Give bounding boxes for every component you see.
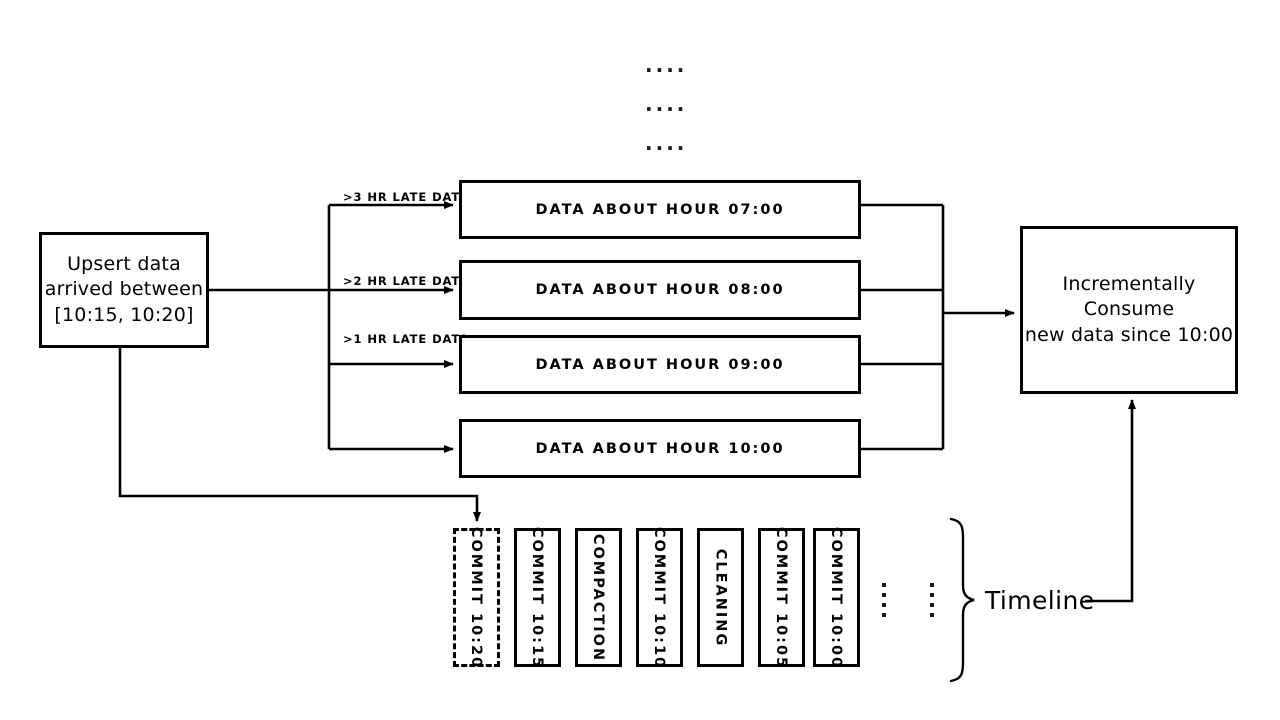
timeline-item-commit-1010-label: COMMIT 10:10	[651, 526, 668, 669]
timeline-item-commit-1020-label: COMMIT 10:20	[468, 526, 485, 669]
source-box-line2: arrived between	[44, 278, 204, 301]
hour-box-10[interactable]: DATA ABOUT HOUR 10:00	[459, 419, 861, 478]
edge-label-late-3hr: >3 HR LATE DATA	[343, 190, 470, 204]
timeline-label: Timeline	[985, 586, 1095, 615]
hour-box-08-label: DATA ABOUT HOUR 08:00	[535, 282, 785, 298]
edge-label-late-1hr: >1 HR LATE DATA	[343, 332, 470, 346]
timeline-item-cleaning[interactable]: CLEANING	[697, 528, 744, 667]
timeline-item-commit-1000[interactable]: COMMIT 10:00	[813, 526, 860, 669]
source-box-text: Upsert data arrived between [10:15, 10:2…	[45, 252, 203, 327]
timeline-brace	[949, 517, 975, 683]
hour-box-09-label: DATA ABOUT HOUR 09:00	[535, 356, 785, 373]
source-box-line3: [10:15, 10:20]	[54, 303, 194, 326]
consumer-box-incremental[interactable]: Incrementally Consume new data since 10:…	[1020, 226, 1238, 394]
timeline-item-commit-1020[interactable]: COMMIT 10:20	[453, 526, 500, 669]
timeline-ellipsis-2	[929, 583, 934, 617]
timeline-item-cleaning-label: CLEANING	[712, 548, 729, 647]
ellipsis-row-2: ....	[645, 92, 688, 116]
consumer-box-text: Incrementally Consume new data since 10:…	[1023, 272, 1235, 347]
consumer-box-line1: Incrementally Consume	[1062, 273, 1196, 321]
timeline-item-commit-1000-label: COMMIT 10:00	[828, 526, 845, 669]
hour-box-10-label: DATA ABOUT HOUR 10:00	[535, 440, 785, 457]
hour-box-09[interactable]: DATA ABOUT HOUR 09:00	[459, 335, 861, 394]
timeline-item-commit-1010[interactable]: COMMIT 10:10	[636, 526, 683, 669]
edge-timeline-to-consumer	[1085, 399, 1136, 603]
timeline-item-commit-1005[interactable]: COMMIT 10:05	[758, 526, 805, 669]
consumer-box-line2: new data since 10:00	[1024, 323, 1234, 346]
hour-box-08[interactable]: DATA ABOUT HOUR 08:00	[459, 260, 861, 320]
timeline-ellipsis-1	[881, 583, 886, 617]
hour-box-07[interactable]: DATA ABOUT HOUR 07:00	[459, 180, 861, 239]
source-box-upsert-data[interactable]: Upsert data arrived between [10:15, 10:2…	[39, 232, 209, 348]
timeline-item-compaction[interactable]: COMPACTION	[575, 528, 622, 667]
ellipsis-row-3: ....	[645, 131, 688, 155]
edge-label-late-2hr: >2 HR LATE DATA	[343, 274, 470, 288]
source-box-line1: Upsert data	[67, 253, 181, 276]
timeline-item-commit-1015-label: COMMIT 10:15	[529, 526, 546, 669]
timeline-item-commit-1005-label: COMMIT 10:05	[773, 526, 790, 669]
hour-box-07-label: DATA ABOUT HOUR 07:00	[535, 201, 785, 218]
ellipsis-row-1: ....	[645, 53, 688, 77]
timeline-item-compaction-label: COMPACTION	[590, 533, 607, 662]
edge-source-to-commit-1020	[118, 348, 481, 522]
timeline-item-commit-1015[interactable]: COMMIT 10:15	[514, 526, 561, 669]
